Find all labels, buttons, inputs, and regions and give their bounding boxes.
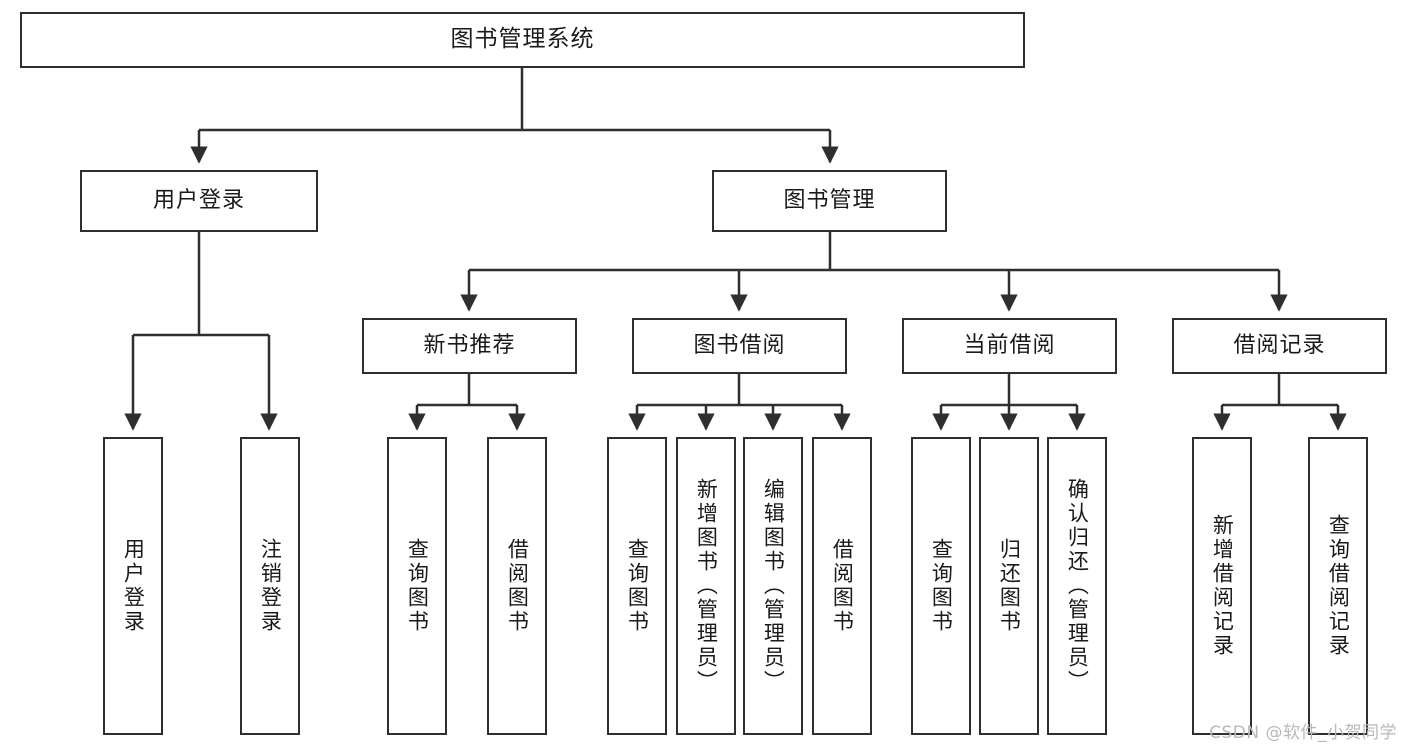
leaf-borrow-book-2[interactable]: 借阅图书 — [812, 437, 872, 735]
node-new-book-recommend[interactable]: 新书推荐 — [362, 318, 577, 374]
leaf-user-login[interactable]: 用户登录 — [103, 437, 163, 735]
node-current-borrow[interactable]: 当前借阅 — [902, 318, 1117, 374]
leaf-logout-login[interactable]: 注销登录 — [240, 437, 300, 735]
leaf-query-book-2[interactable]: 查询图书 — [607, 437, 667, 735]
node-borrow-record[interactable]: 借阅记录 — [1172, 318, 1387, 374]
leaf-query-book-1[interactable]: 查询图书 — [387, 437, 447, 735]
node-book-borrow[interactable]: 图书借阅 — [632, 318, 847, 374]
node-book-manage[interactable]: 图书管理 — [712, 170, 947, 232]
leaf-confirm-return[interactable]: 确认归还（管理员） — [1047, 437, 1107, 735]
node-user-login[interactable]: 用户登录 — [80, 170, 318, 232]
watermark-label: CSDN @软件_小贺同学 — [1209, 723, 1397, 743]
leaf-borrow-book-1[interactable]: 借阅图书 — [487, 437, 547, 735]
node-root[interactable]: 图书管理系统 — [20, 12, 1025, 68]
leaf-add-book[interactable]: 新增图书（管理员） — [676, 437, 736, 735]
leaf-return-book[interactable]: 归还图书 — [979, 437, 1039, 735]
leaf-edit-book[interactable]: 编辑图书（管理员） — [743, 437, 803, 735]
leaf-add-record[interactable]: 新增借阅记录 — [1192, 437, 1252, 735]
leaf-query-book-3[interactable]: 查询图书 — [911, 437, 971, 735]
leaf-query-record[interactable]: 查询借阅记录 — [1308, 437, 1368, 735]
